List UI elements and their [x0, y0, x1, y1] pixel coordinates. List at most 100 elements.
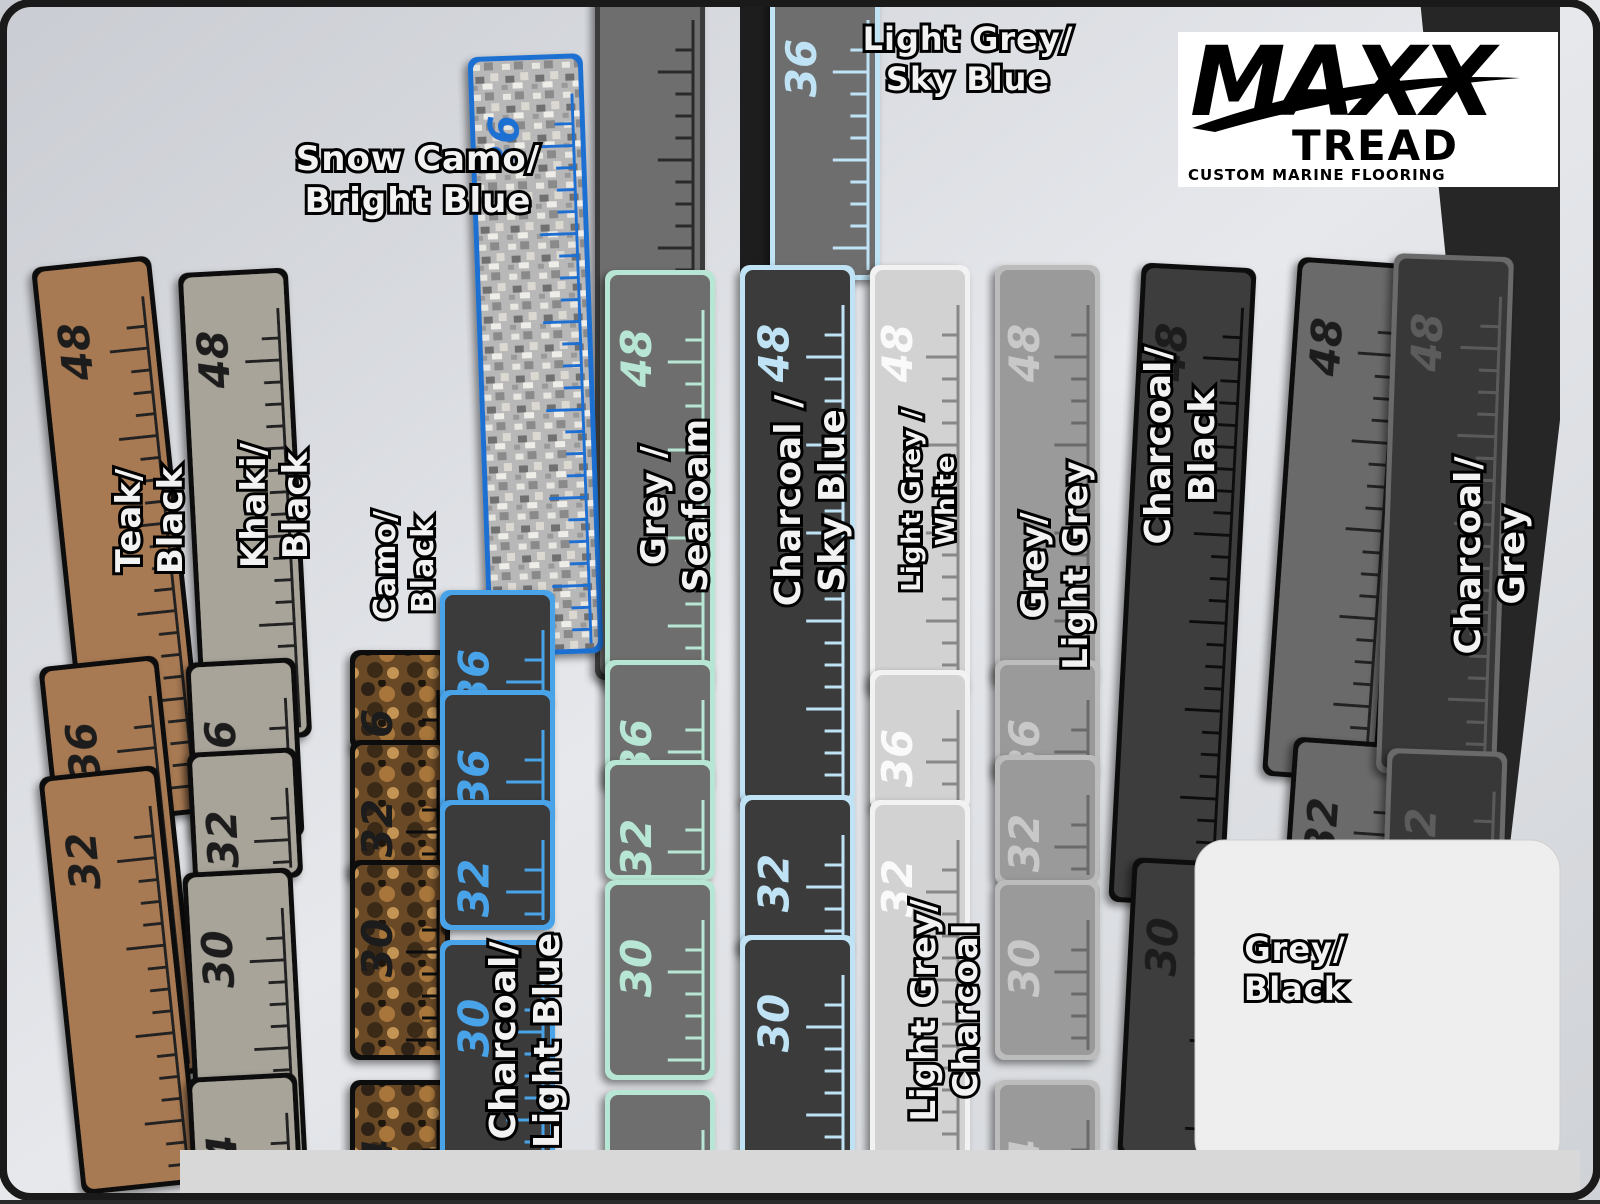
ruler-tick [273, 556, 291, 561]
ruler-tick [266, 424, 284, 429]
ruler-tick [254, 534, 290, 540]
ruler-tick [161, 1096, 181, 1102]
ruler-tick [1465, 742, 1486, 747]
ruler-tick [1206, 642, 1225, 647]
ruler-face [745, 270, 850, 800]
ruler-tick [1201, 730, 1221, 735]
ruler-tick [1351, 439, 1389, 445]
ruler-face [355, 655, 445, 745]
ruler-tick [1474, 478, 1495, 483]
ruler-tick [1193, 532, 1231, 537]
label-line: Black [1182, 388, 1223, 502]
label-line: Grey / [634, 445, 674, 565]
ruler-tick [1478, 390, 1498, 395]
ruler-tick [1451, 609, 1490, 615]
ruler-face [445, 805, 550, 925]
label-line: Charcoal/ [1448, 456, 1489, 655]
ruler-tick [1373, 396, 1392, 401]
fish-ruler: 32 [39, 765, 201, 1195]
ruler-face [1000, 760, 1095, 880]
ruler-tick [154, 587, 174, 593]
label-line: Black [1244, 970, 1346, 1008]
ruler-tick [559, 275, 579, 280]
display-box [180, 839, 1580, 1200]
ruler-tick [1357, 351, 1395, 358]
fish-ruler: 30 [350, 860, 450, 1060]
ruler-face [610, 275, 710, 685]
fish-ruler: 48 [1262, 257, 1413, 783]
ruler-spine [148, 805, 191, 1175]
ruler-tick [140, 899, 161, 905]
ruler-tick [270, 1141, 289, 1146]
ruler-number: 32 [1000, 814, 1049, 872]
ruler-tick [273, 1068, 291, 1073]
ruler-spine [1210, 307, 1245, 898]
label-light-grey-white: Light Grey /White [894, 405, 964, 594]
ruler-number: 36 [777, 39, 826, 97]
label-line: Grey/ [1014, 511, 1054, 618]
ruler-tick [539, 231, 577, 237]
ruler-tick [1184, 707, 1222, 713]
ruler-tick [265, 402, 283, 407]
ruler-tick [562, 363, 582, 368]
ruler-tick [1371, 418, 1391, 423]
ruler-tick [1339, 614, 1377, 621]
ruler-number: 32 [197, 809, 249, 870]
label-line: Seafoam [676, 418, 716, 592]
ruler-tick [269, 726, 287, 731]
logo-background [1178, 32, 1558, 187]
ruler-tick [269, 490, 288, 495]
ruler-number: 30 [192, 929, 244, 990]
ruler-tick [1365, 506, 1384, 511]
fish-ruler: 36 [350, 650, 450, 767]
maxx-tread-logo: MAXX TREAD CUSTOM MARINE FLOORING [1178, 26, 1558, 187]
fish-ruler: 36 [605, 660, 715, 790]
ruler-tick [1448, 697, 1487, 703]
ruler-face [875, 805, 965, 1195]
ruler-tick [1214, 489, 1234, 494]
ruler-tick [1468, 676, 1488, 681]
fish-ruler: 30 [740, 935, 855, 1200]
label-line: Camo/ [368, 510, 403, 620]
ruler-number: 48 [612, 329, 661, 388]
ruler-tick [149, 987, 170, 993]
ruler-tick [109, 346, 149, 354]
label-line: Bright Blue [305, 181, 532, 221]
ruler-tick [263, 380, 282, 385]
label-line: Light Grey [1056, 460, 1096, 670]
ruler-face [183, 273, 307, 737]
ruler-tick [1209, 576, 1229, 581]
ruler-tick [254, 838, 290, 844]
ruler-face [445, 595, 550, 705]
ruler-tick [249, 446, 286, 452]
ruler-tick [137, 609, 176, 617]
ruler-tick [117, 856, 156, 864]
ruler-number: 48 [749, 324, 798, 383]
ruler-number: 32 [353, 799, 402, 857]
ruler-face [610, 765, 710, 875]
ruler-tick [1478, 368, 1499, 373]
ruler-tick [1211, 554, 1230, 559]
ruler-tick [546, 407, 583, 413]
ruler-tick [563, 385, 583, 390]
fish-ruler: 32 [187, 747, 303, 883]
ruler-tick [144, 1118, 184, 1126]
label-grey-black: Grey/Black [1241, 927, 1348, 1011]
fish-ruler: 32 [870, 800, 970, 1200]
ruler-tick [556, 166, 575, 170]
ruler-face [610, 885, 710, 1075]
ruler-face [445, 695, 550, 815]
ruler-tick [1222, 335, 1242, 340]
fish-ruler: 32 [605, 760, 715, 880]
ruler-number: 48 [873, 324, 922, 383]
ruler-tick [1198, 444, 1236, 450]
ruler-spine [570, 93, 593, 644]
ruler-tick [569, 539, 588, 544]
label-line: Charcoal/ [483, 941, 524, 1140]
label-line: Charcoal/ [1138, 346, 1179, 545]
label-line: Black [276, 450, 316, 559]
ruler-tick [1466, 720, 1486, 725]
ruler-number: 48 [1401, 312, 1452, 373]
ruler-number: 48 [1299, 316, 1352, 379]
fish-ruler: 48 [1376, 253, 1514, 777]
